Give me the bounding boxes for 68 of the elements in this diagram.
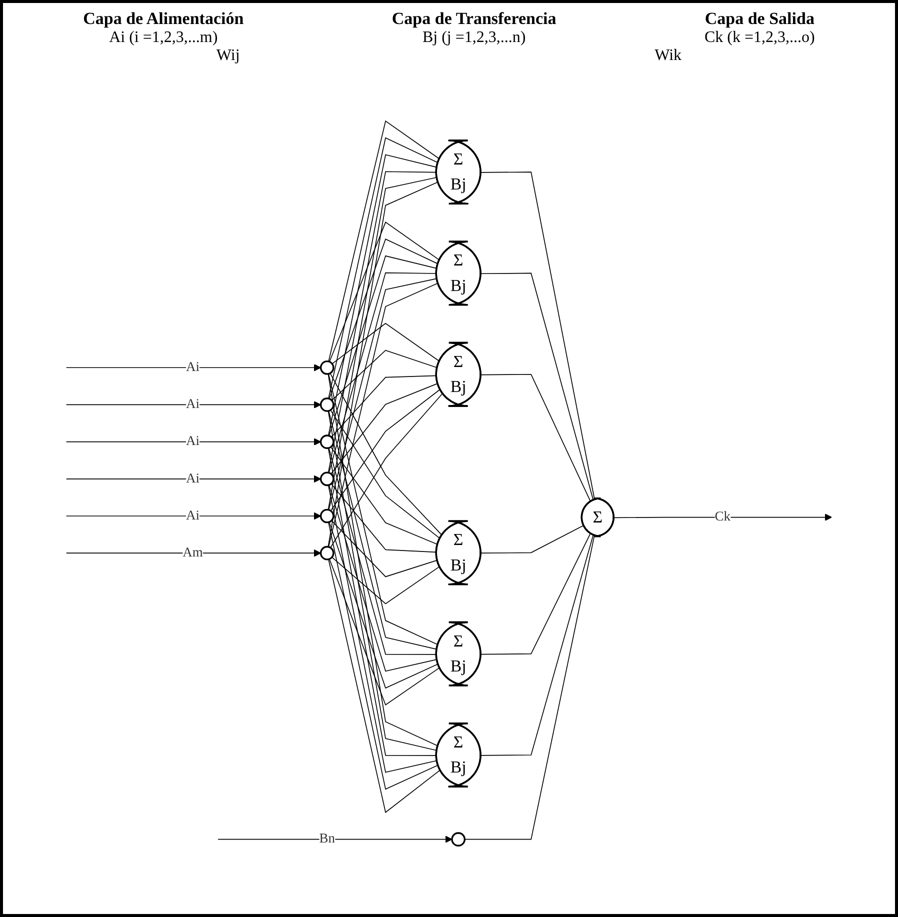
connector [328, 410, 438, 650]
connector [328, 373, 438, 646]
connector [328, 484, 438, 672]
arrow [66, 475, 322, 483]
connector [464, 535, 595, 840]
connector [330, 483, 437, 553]
connector [328, 255, 438, 436]
layer-index: Ai (i =1,2,3,...m) [109, 29, 218, 47]
node-circle [320, 398, 334, 412]
connector [331, 350, 438, 401]
edge-label: Bn [319, 832, 335, 846]
connector [328, 272, 437, 474]
layer-index: Bj (j =1,2,3,...n) [422, 29, 526, 47]
connector [328, 282, 438, 548]
edge-label: Ai [186, 471, 200, 486]
connector [330, 410, 441, 539]
arrow [66, 549, 322, 557]
connector [330, 383, 438, 474]
connector [328, 238, 439, 400]
node-circle [320, 472, 334, 486]
connector [332, 322, 440, 364]
connector [480, 532, 591, 655]
node-circle [320, 508, 334, 524]
node-circle [320, 360, 334, 375]
arrow [218, 836, 452, 844]
connector [328, 558, 440, 706]
connector [328, 484, 438, 773]
connector [328, 448, 437, 655]
layer-index: Ck (k =1,2,3,...o) [704, 29, 815, 47]
arrow [66, 401, 322, 408]
connector [328, 522, 439, 790]
node-circle [320, 546, 334, 560]
connector [330, 446, 438, 545]
edge-label: Ai [186, 360, 200, 374]
layer-heading: Capa de Alimentación [83, 9, 244, 29]
connector [328, 522, 439, 689]
connector [330, 375, 437, 438]
connector [328, 558, 441, 814]
connector [480, 534, 594, 756]
connector [330, 388, 441, 512]
edge-label: Am [182, 546, 203, 560]
connector [480, 172, 596, 500]
connector [329, 222, 440, 362]
layer-heading: Capa de Salida [704, 9, 814, 29]
layer-heading: Capa de Transferencia [392, 9, 556, 29]
weight-label: Wij [216, 47, 240, 65]
edge-label: Ai [186, 508, 200, 523]
connector [328, 278, 438, 510]
arrow [66, 364, 322, 372]
connector [331, 556, 440, 604]
weight-label: Wik [654, 47, 682, 65]
arrow [614, 514, 832, 521]
arrow [66, 512, 322, 520]
connector [480, 374, 592, 502]
arrow [66, 438, 322, 446]
connector [331, 520, 438, 578]
node-circle [320, 434, 334, 449]
edge-label: Ai [186, 397, 200, 412]
edge-label: Ai [186, 434, 200, 449]
connector [330, 392, 444, 548]
connector [328, 120, 440, 362]
node-circle [451, 832, 466, 846]
connector [328, 154, 438, 436]
connector [330, 372, 442, 536]
connector [328, 137, 439, 399]
edge-label: Ck [714, 510, 731, 524]
connector [480, 272, 594, 501]
connector [480, 524, 584, 554]
